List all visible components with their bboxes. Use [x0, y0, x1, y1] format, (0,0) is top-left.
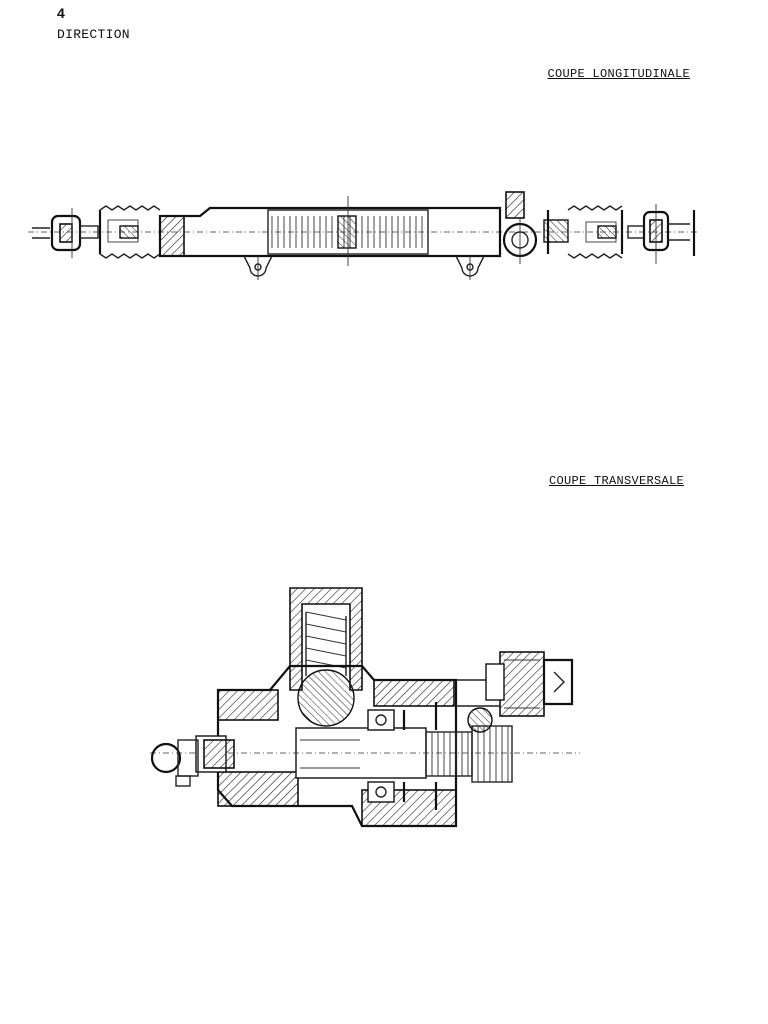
transversal-section-drawing [150, 587, 580, 828]
longitudinal-section-drawing [28, 191, 700, 280]
figure-caption-transversal: COUPE TRANSVERSALE [548, 474, 684, 488]
page-number: 4 [57, 5, 65, 21]
figure-caption-longitudinal: COUPE LONGITUDINALE [547, 67, 690, 81]
section-title: DIRECTION [57, 27, 130, 42]
